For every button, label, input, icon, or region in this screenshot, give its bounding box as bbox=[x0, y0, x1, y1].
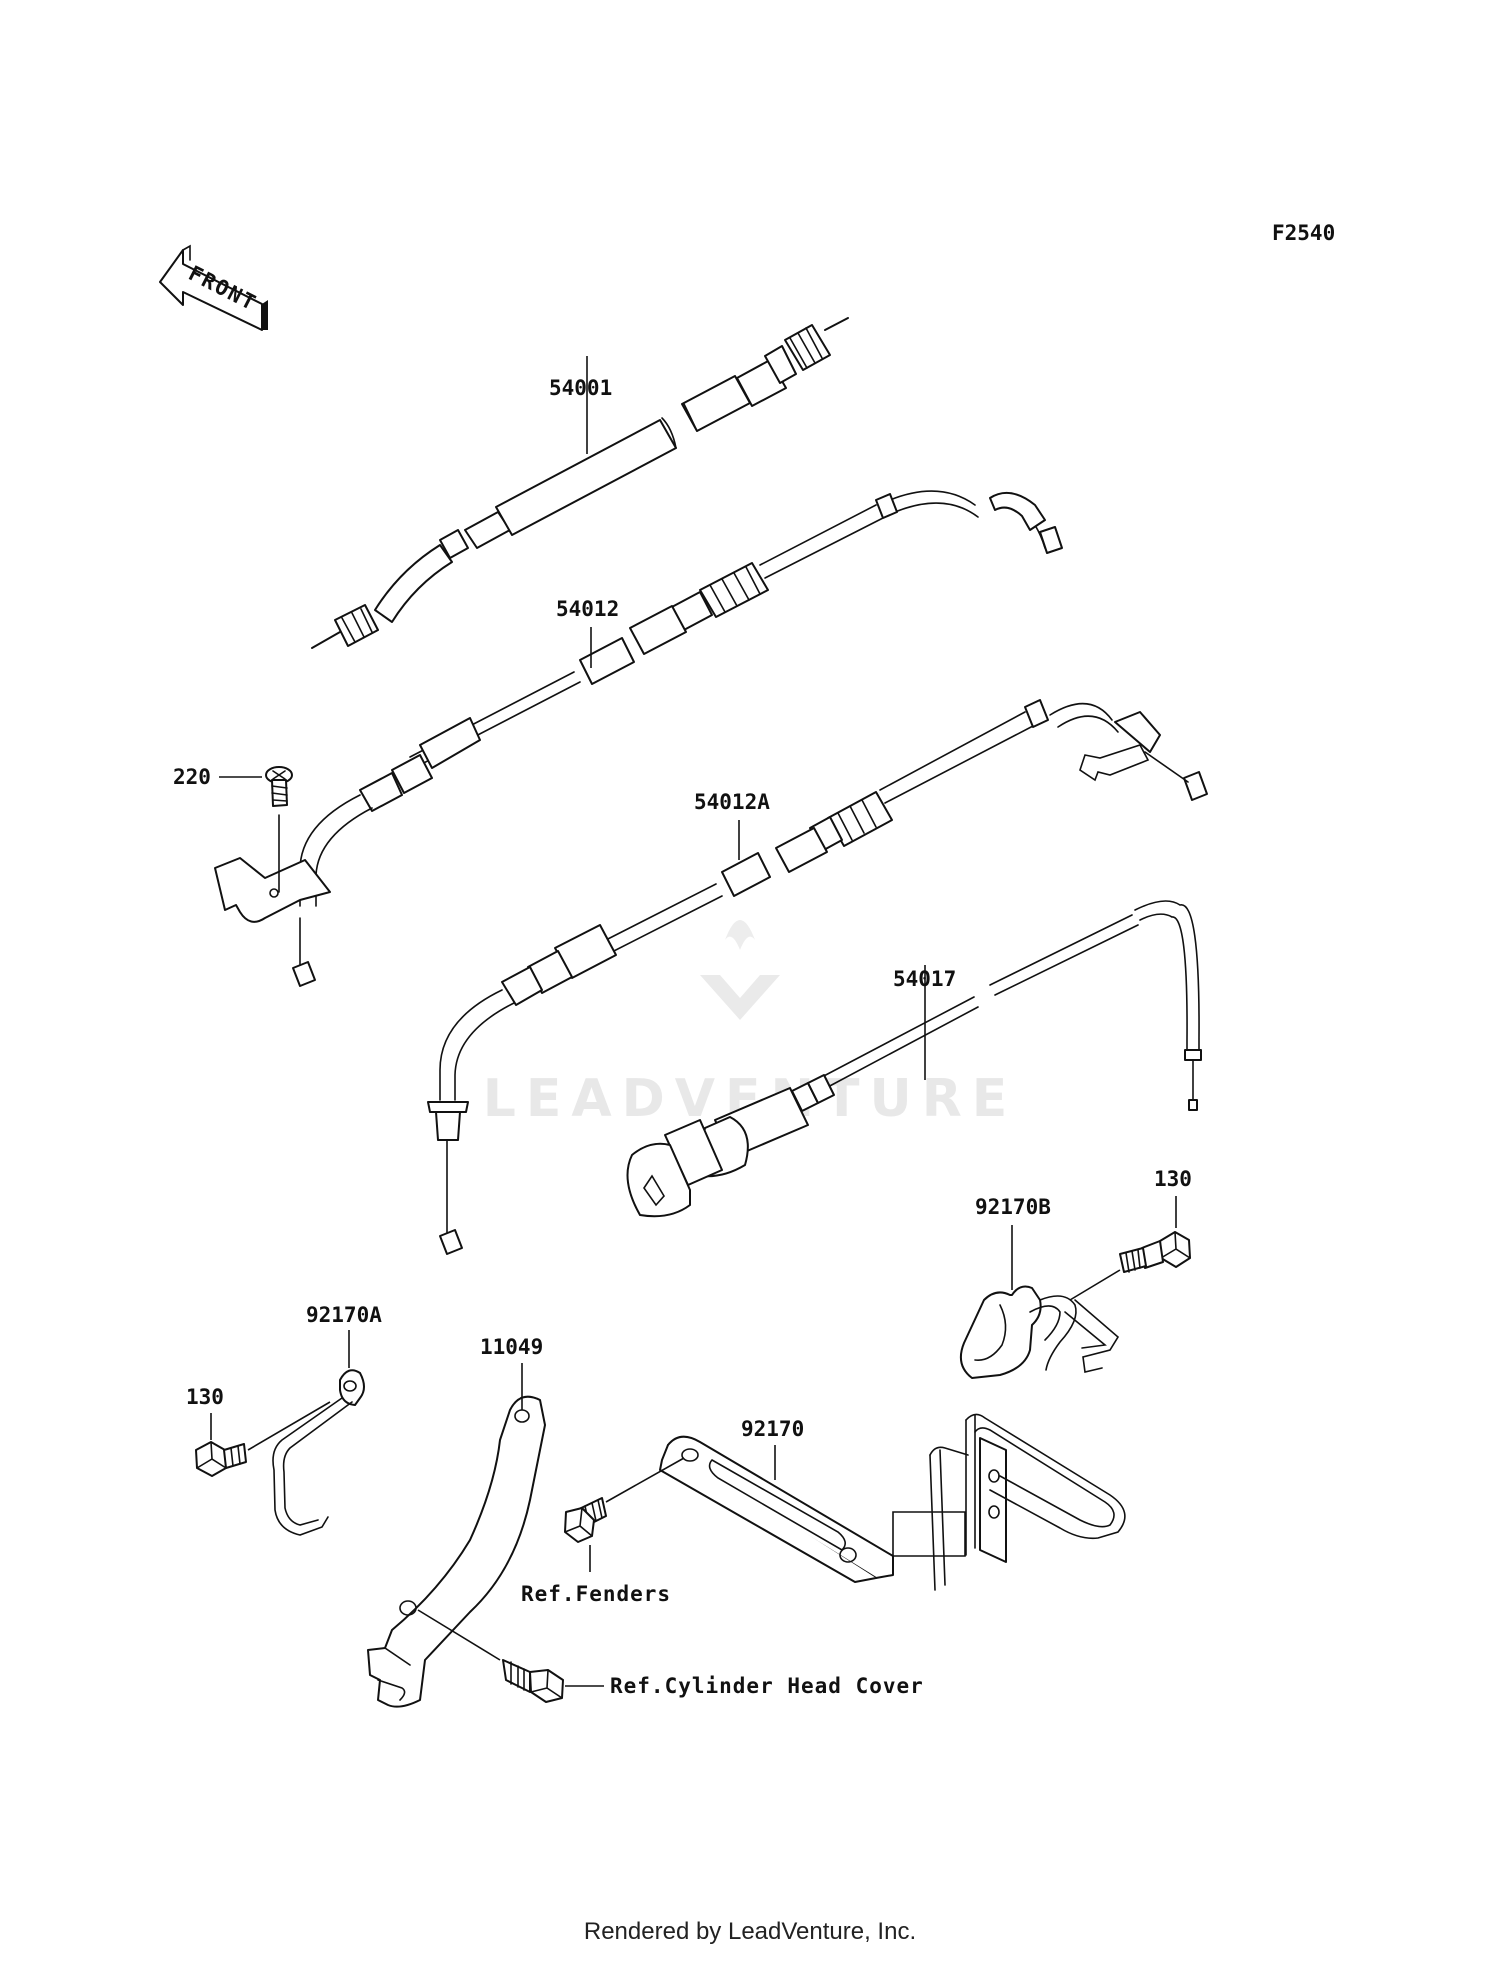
callout-130-right: 130 bbox=[1154, 1167, 1192, 1191]
ref-cylinder-head-cover: Ref.Cylinder Head Cover bbox=[610, 1674, 924, 1698]
clamp-92170a: 92170A bbox=[272, 1303, 382, 1536]
callout-54001: 54001 bbox=[549, 376, 612, 400]
footer-credit: Rendered by LeadVenture, Inc. bbox=[583, 1918, 917, 1945]
ref-fenders: Ref.Fenders bbox=[521, 1582, 671, 1606]
callout-92170b: 92170B bbox=[975, 1195, 1051, 1219]
speedometer-cable-54001: 54001 bbox=[311, 317, 849, 649]
bolt-fenders bbox=[564, 1457, 685, 1572]
choke-cable-54017: 54017 bbox=[626, 900, 1202, 1218]
clamp-92170b: 92170B bbox=[959, 1195, 1120, 1379]
callout-54012: 54012 bbox=[556, 597, 619, 621]
callout-11049: 11049 bbox=[480, 1335, 543, 1359]
clamp-bracket-92170: 92170 bbox=[659, 1413, 1126, 1591]
bracket-11049: 11049 bbox=[367, 1335, 546, 1708]
flange-bolt-130-right: 130 bbox=[1069, 1167, 1192, 1301]
callout-92170a: 92170A bbox=[306, 1303, 382, 1327]
screw-220: 220 bbox=[173, 765, 293, 893]
front-arrow-icon: FRONT bbox=[159, 244, 268, 331]
callout-130-left: 130 bbox=[186, 1385, 224, 1409]
bolt-cylinder-head bbox=[417, 1609, 604, 1703]
callout-220: 220 bbox=[173, 765, 211, 789]
flange-bolt-130-left: 130 bbox=[186, 1385, 331, 1477]
callout-92170: 92170 bbox=[741, 1417, 804, 1441]
throttle-cable-54012a: 54012A bbox=[427, 699, 1208, 1255]
diagram-code: F2540 bbox=[1272, 221, 1335, 245]
throttle-cable-54012: 54012 bbox=[214, 490, 1063, 987]
callout-54012a: 54012A bbox=[694, 790, 770, 814]
callout-54017: 54017 bbox=[893, 967, 956, 991]
